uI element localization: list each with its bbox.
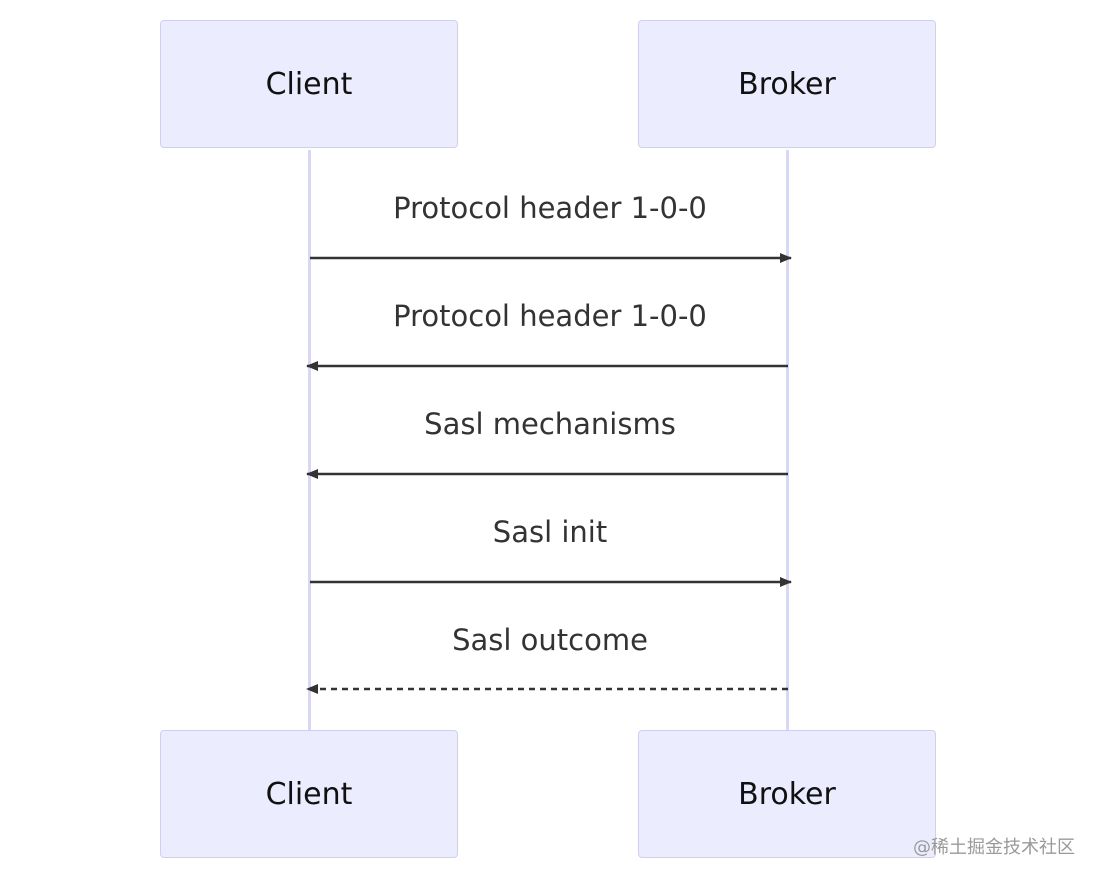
message-label: Sasl outcome (452, 623, 648, 657)
message-label: Protocol header 1-0-0 (393, 191, 707, 225)
actor-client-bottom: Client (160, 730, 458, 858)
actor-label: Broker (738, 776, 836, 812)
actor-label: Broker (738, 66, 836, 102)
lifeline-broker (786, 150, 789, 730)
actor-label: Client (265, 776, 353, 812)
actor-broker-bottom: Broker (638, 730, 936, 858)
actor-client-top: Client (160, 20, 458, 148)
message-label: Sasl mechanisms (424, 407, 676, 441)
message-label: Protocol header 1-0-0 (393, 299, 707, 333)
lifeline-client (308, 150, 311, 730)
message-label: Sasl init (492, 515, 608, 549)
actor-broker-top: Broker (638, 20, 936, 148)
actor-label: Client (265, 66, 353, 102)
watermark: @稀土掘金技术社区 (913, 837, 1075, 858)
